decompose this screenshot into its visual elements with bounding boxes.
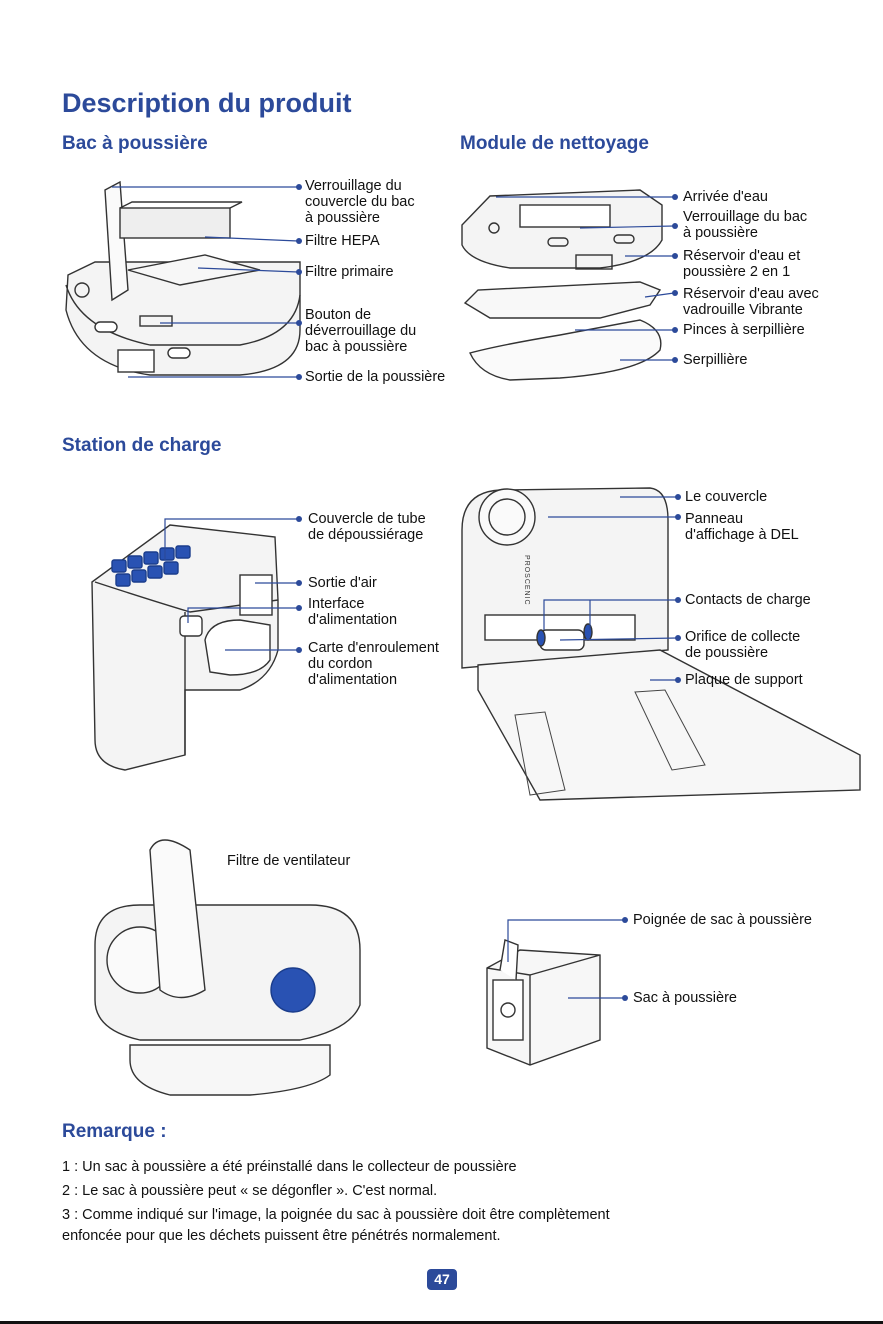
label-dust-bin-lid-lock: Verrouillage du couvercle du bac à pouss… [305,178,415,226]
station-right-illustration [461,487,861,801]
label-hepa-filter: Filtre HEPA [305,233,380,249]
label-base-plate: Plaque de support [685,672,803,688]
label-dust-bag: Sac à poussière [633,990,737,1006]
label-cover: Le couvercle [685,489,768,505]
section-title-dust-bin: Bac à poussière [62,133,208,154]
label-mop: Serpillière [683,352,748,368]
remark-2: 2 : Le sac à poussière peut « se dégonfl… [62,1183,438,1199]
remarks-title: Remarque : [62,1121,167,1142]
label-cord-winding-card: Carte d'enroulement du cordon d'alimenta… [308,640,439,688]
remark-1: 1 : Un sac à poussière a été préinstallé… [62,1159,517,1175]
dust-bag-illustration [486,939,601,1066]
label-dust-bin-lock: Verrouillage du bac à poussière [683,209,808,241]
section-title-charging-station: Station de charge [62,435,222,456]
page-number: 47 [427,1269,457,1290]
label-power-interface: Interface d'alimentation [308,596,398,628]
remark-3: 3 : Comme indiqué sur l'image, la poigné… [62,1207,610,1244]
label-water-inlet: Arrivée d'eau [683,189,768,205]
label-fan-filter: Filtre de ventilateur [227,853,351,869]
label-primary-filter: Filtre primaire [305,264,394,280]
page-title: Description du produit [62,88,352,118]
label-charging-contacts: Contacts de charge [685,592,811,608]
label-air-outlet: Sortie d'air [308,575,377,591]
label-dust-collection-port: Orifice de collecte de poussière [685,629,801,661]
station-left-illustration [91,524,279,771]
label-led-panel: Panneau d'affichage à DEL [685,511,799,543]
dust-bin-illustration [65,180,301,376]
cleaning-module-illustration [461,189,663,381]
label-2in1-tank: Réservoir d'eau et poussière 2 en 1 [683,248,801,280]
label-mop-clips: Pinces à serpillière [683,322,805,338]
label-dust-outlet: Sortie de la poussière [305,369,446,385]
fan-filter-illustration [94,839,361,1096]
label-dust-bin-release-button: Bouton de déverrouillage du bac à poussi… [305,307,417,355]
label-dust-bag-handle: Poignée de sac à poussière [633,912,812,928]
label-dust-tube-cover: Couvercle de tube de dépoussiérage [308,511,426,543]
section-title-cleaning-module: Module de nettoyage [460,133,649,154]
footer-rule [0,1321,883,1324]
label-vibrating-mop-tank: Réservoir d'eau avec vadrouille Vibrante [683,286,819,318]
brand-mark: PROSCENIC [523,555,530,606]
